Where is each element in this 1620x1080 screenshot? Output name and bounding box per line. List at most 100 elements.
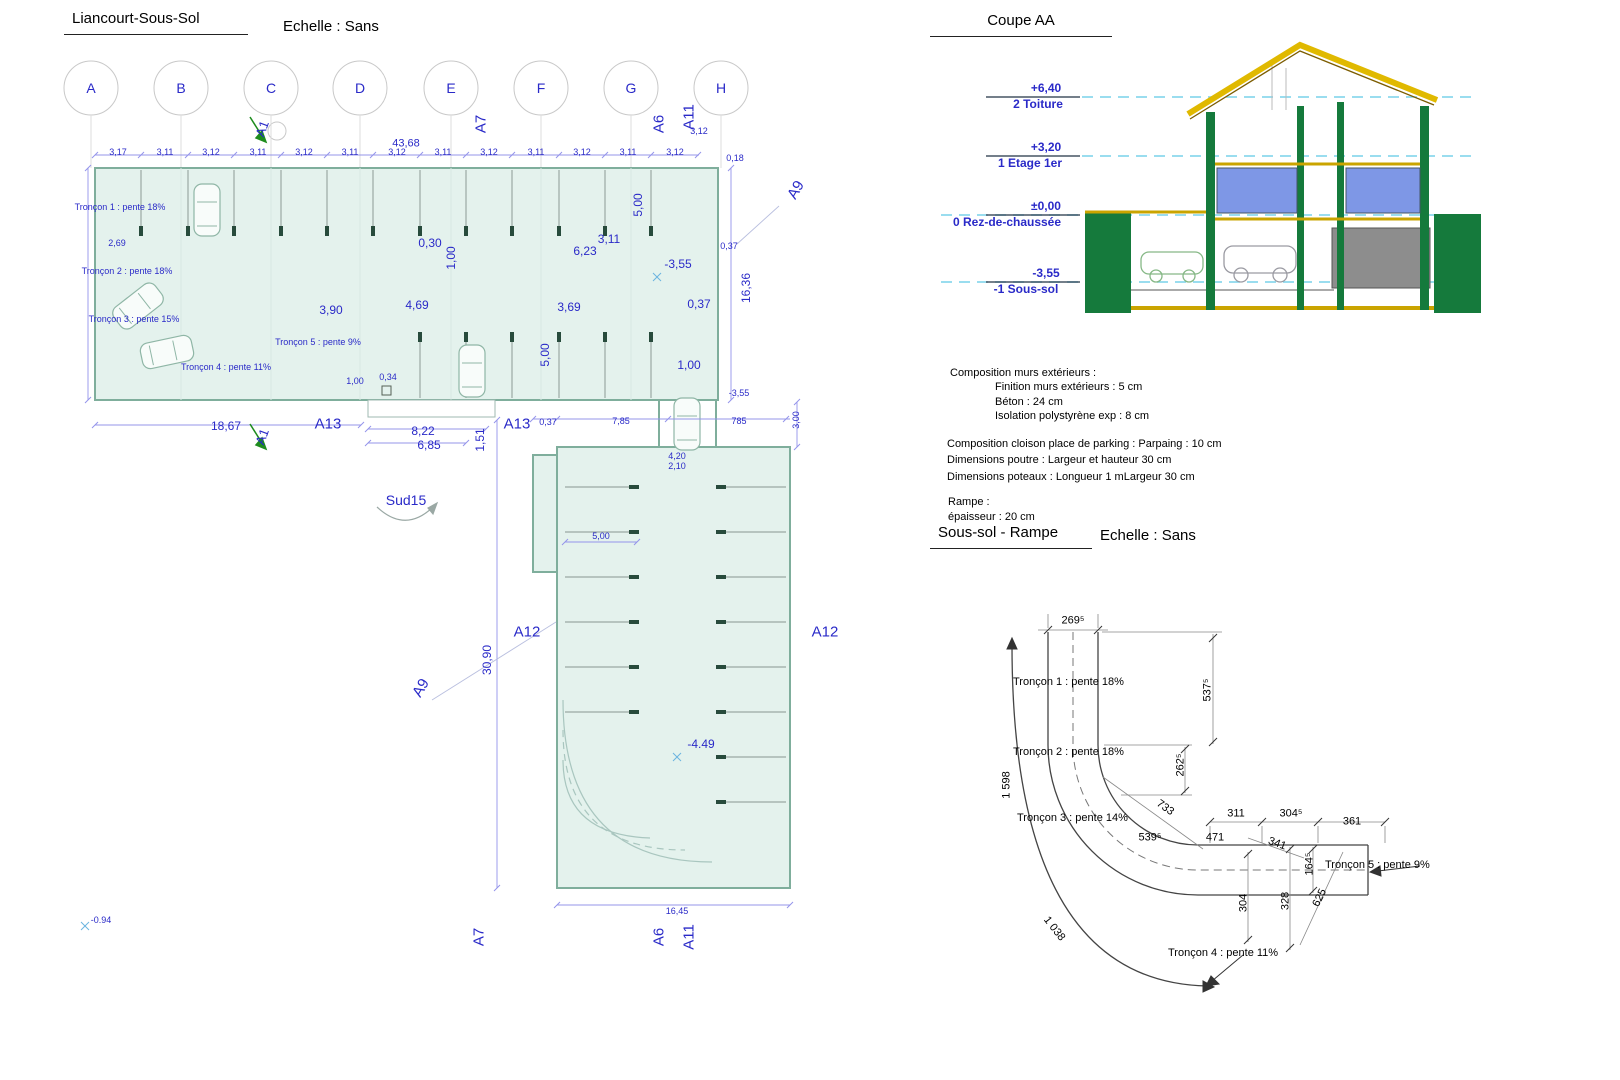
dim-269: 2,69 [108,237,126,248]
ramp-troncon-5: Tronçon 5 : pente 9% [1325,859,1430,871]
grid-letter-c: C [265,79,277,96]
dim-top-12: 3,12 [666,146,684,157]
stair-strip [367,399,496,418]
dim-1645: 16,45 [665,905,689,916]
coupe-title: Coupe AA [930,12,1112,37]
dim-1636: 16,36 [739,272,754,304]
note-rampe: Rampe : [948,496,990,508]
grid-letter-a: A [86,79,96,96]
dim-top-6: 3,12 [388,146,406,157]
dim-500-c: 5,00 [592,530,610,541]
floor-plan-slabs [94,167,791,889]
divider-ticks-lower [629,485,726,804]
dim-037-a: 0,37 [720,240,738,251]
dim-total-width: 43,68 [392,137,420,150]
ramp-troncon-1: Tronçon 1 : pente 18% [1013,676,1124,688]
dim-312-corner: 3,12 [690,125,708,136]
column-c34 [381,385,392,396]
dim-785-b: 785 [731,415,747,426]
dim-469: 4,69 [405,298,429,313]
dim-top-11: 3,11 [619,146,637,157]
note-cloison: Composition cloison place de parking : P… [947,438,1222,450]
ramp-dim-2625: 262⁵ [1174,753,1187,777]
dim-034: 0,34 [379,371,397,382]
ramp-troncon-3: Tronçon 3 : pente 14% [1017,812,1128,824]
level-marker-crosses [80,272,682,931]
ref-a6-bottom: A6 [650,927,668,947]
level-elev-rdc: ±0,00 [1031,199,1061,214]
ramp-centerline [1072,632,1368,871]
note-finition: Finition murs extérieurs : 5 cm [995,381,1143,393]
ref-a12-right: A12 [811,623,839,641]
ramp-dim-328: 328 [1279,891,1292,911]
dim-390: 3,90 [319,303,343,318]
dim-1867: 18,67 [210,419,242,434]
ref-a7-top: A7 [472,114,490,134]
ramp-dim-1645: 164⁵ [1303,852,1316,876]
level-name-soussol: -1 Sous-sol [993,282,1059,297]
drive-connection [658,400,717,447]
parking-dividers-top [140,170,652,236]
dim-top-3: 3,11 [249,146,267,157]
ref-sud15: Sud15 [385,491,427,508]
ramp-dimension-lines [1038,614,1386,950]
note-poteaux: Dimensions poteaux : Longueur 1 mLargeur… [947,471,1195,483]
ref-a6-top: A6 [650,114,668,134]
ramp-dim-ticks [1043,625,1390,953]
ramp-dim-2695: 269⁵ [1061,614,1085,627]
level-elev-toiture: +6,40 [1030,81,1062,96]
ref-a11-top: A11 [680,104,698,130]
a1-arrows [249,116,268,451]
level-name-etage: 1 Etage 1er [997,156,1063,171]
dim-top-0: 3,17 [109,146,127,157]
ramp-dim-1598: 1 598 [1000,771,1013,799]
dim-100-s: 1,00 [346,375,364,386]
coupe-roof [1186,41,1439,117]
dim-top-7: 3,11 [434,146,452,157]
level-m355: -3,55 [664,257,692,272]
ramp-curves [1011,632,1369,987]
coupe-building [1085,41,1481,313]
grid-letter-g: G [625,79,637,96]
ramp-dim-361: 361 [1342,815,1362,828]
note-epaisseur: épaisseur : 20 cm [948,511,1035,523]
ramp-dim-304: 304 [1237,893,1250,913]
dim-420: 4,20 [668,450,686,461]
ref-a12-left: A12 [513,623,541,641]
dim-top-5: 3,11 [341,146,359,157]
ramp-dim-311: 311 [1227,807,1245,820]
plan-dimension-lines [87,154,798,906]
dim-3090: 30,90 [480,644,495,676]
lower-ramp-arcs [562,699,713,863]
dim-037-c: 0,37 [539,416,557,427]
level-m449: -4.49 [687,737,715,752]
dim-300: 3,00 [790,411,801,429]
dim-top-8: 3,12 [480,146,498,157]
dim-685: 6,85 [417,438,441,453]
troncon-2-label: Tronçon 2 : pente 18% [81,265,173,276]
grid-letter-b: B [176,79,186,96]
plan-title: Liancourt-Sous-Sol [64,10,248,35]
ramp-scale-label: Echelle : Sans [1100,527,1196,544]
dim-785: 7,85 [612,415,630,426]
ref-a11-bottom: A11 [680,924,698,950]
grid-letter-h: H [715,79,727,96]
dim-623: 6,23 [573,244,597,259]
dim-500-v1: 5,00 [631,193,646,217]
troncon-5-label: Tronçon 5 : pente 9% [275,336,361,347]
plan-dim-ticks [84,151,801,909]
ramp-dim-3045: 304⁵ [1279,807,1303,820]
level-m355-b: -3,55 [728,387,750,398]
note-poutre: Dimensions poutre : Largeur et hauteur 3… [947,454,1172,466]
troncon-1-label: Tronçon 1 : pente 18% [74,201,166,212]
dim-500-v2: 5,00 [538,343,553,367]
level-elev-etage: +3,20 [1030,140,1062,155]
note-beton: Béton : 24 cm [995,396,1063,408]
ramp-troncon-4: Tronçon 4 : pente 11% [1168,947,1279,959]
note-isolation: Isolation polystyrène exp : 8 cm [995,410,1150,422]
dim-top-1: 3,11 [156,146,174,157]
divider-ticks-top [139,226,653,236]
grid-drop-lines [90,115,722,168]
dim-top-10: 3,12 [573,146,591,157]
